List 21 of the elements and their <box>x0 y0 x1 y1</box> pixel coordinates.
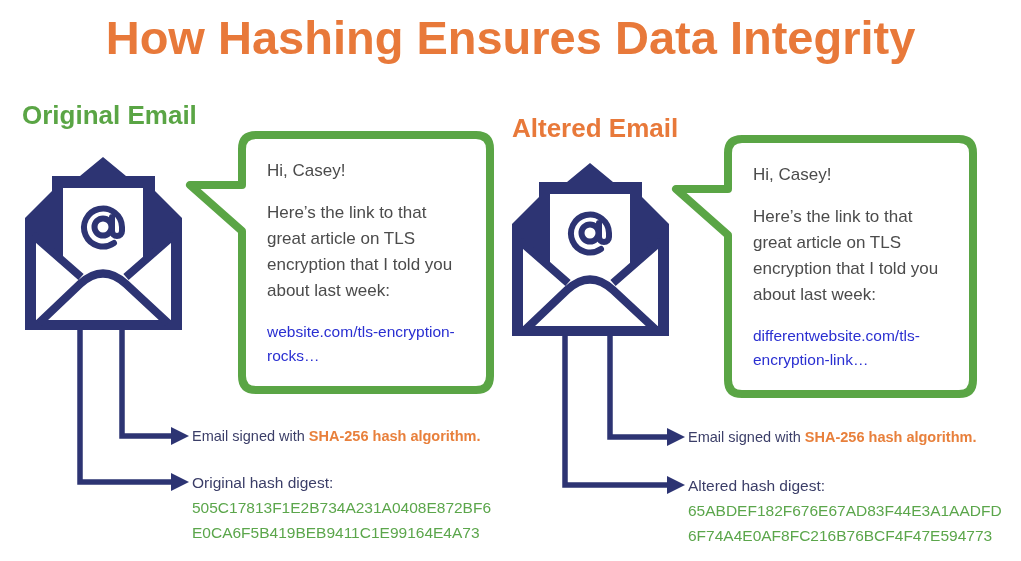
signature-note: Email signed with SHA-256 hash algorithm. <box>688 427 1018 447</box>
title: How Hashing Ensures Data Integrity <box>104 10 917 66</box>
greeting-text: Hi, Casey! <box>267 160 347 182</box>
arrow <box>562 336 685 494</box>
message-text: Here’s the link to that great article on TLS encryption that I told you about last week: <box>267 202 454 302</box>
envelope-icon <box>512 161 669 336</box>
arrow <box>119 330 189 445</box>
digest-heading: Altered hash digest: <box>688 476 826 496</box>
section-heading: Altered Email <box>512 113 679 143</box>
section-heading: Original Email <box>22 100 197 130</box>
greeting-text: Hi, Casey! <box>753 164 833 186</box>
message-text: Here’s the link to that great article on TLS encryption that I told you about last week: <box>753 206 940 306</box>
envelope-icon <box>25 155 182 330</box>
hash-value: 505C17813F1E2B734A231A0408E872BF6 E0CA6F5B419BEB9411C1E99164E4A73 <box>192 498 493 543</box>
arrow <box>607 336 685 446</box>
digest-heading: Original hash digest: <box>192 473 335 493</box>
hash-value: 65ABDEF182F676E67AD83F44E3A1AADFD 6F74A4E0AF8FC216B76BCF4F47E594773 <box>688 501 1003 546</box>
link-text: differentwebsite.com/tls-encryption-link… <box>753 326 921 370</box>
link-text: website.com/tls-encryption-rocks… <box>267 322 456 366</box>
signature-note: Email signed with SHA-256 hash algorithm. <box>192 426 512 446</box>
arrow <box>77 330 189 491</box>
